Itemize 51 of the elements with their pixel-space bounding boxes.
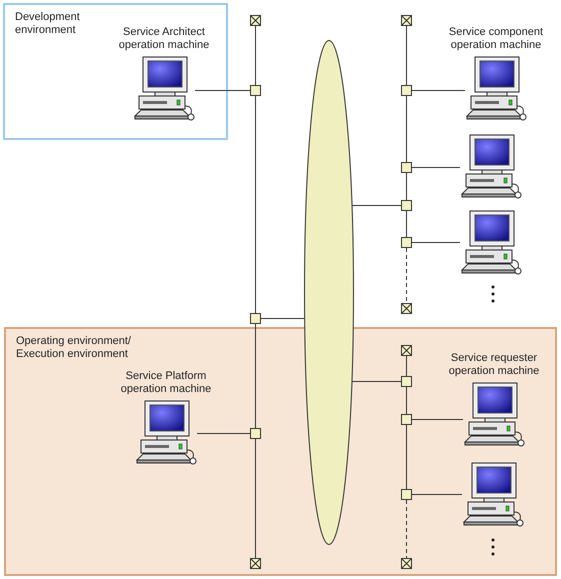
terminator-icon <box>401 558 412 569</box>
computer-icon <box>462 462 524 528</box>
network-line <box>412 494 462 495</box>
network-line <box>406 210 407 238</box>
port-box <box>250 428 261 439</box>
network-line <box>406 96 407 162</box>
terminator-icon <box>250 15 261 26</box>
port-box <box>401 85 412 96</box>
environment-region <box>4 327 557 576</box>
machine-label: Service Architect operation machine <box>118 26 210 52</box>
port-box <box>401 200 412 211</box>
port-box <box>250 313 261 324</box>
region-label: Operating environment/ Execution environment <box>16 335 132 361</box>
region-label: Development environment <box>15 11 81 37</box>
network-line <box>260 318 305 319</box>
computer-icon <box>460 134 522 200</box>
network-line <box>352 381 402 382</box>
computer-icon <box>460 210 522 276</box>
network-line <box>406 356 407 376</box>
network-line <box>412 419 464 420</box>
network-line <box>406 386 407 414</box>
network-line <box>406 500 407 558</box>
port-box <box>401 489 412 500</box>
network-line <box>196 433 250 434</box>
network-line <box>406 248 407 304</box>
network-line <box>255 324 256 428</box>
terminator-icon <box>250 558 261 569</box>
network-line <box>412 242 460 243</box>
port-box <box>401 414 412 425</box>
port-box <box>250 85 261 96</box>
network-line <box>194 90 250 91</box>
port-box <box>401 376 412 387</box>
port-box <box>401 162 412 173</box>
network-line <box>255 438 256 558</box>
machine-label: Service Platform operation machine <box>120 370 212 396</box>
network-line <box>255 96 256 314</box>
terminator-icon <box>401 303 412 314</box>
network-line <box>412 167 460 168</box>
terminator-icon <box>401 345 412 356</box>
network-ellipse <box>304 40 354 545</box>
network-line <box>406 172 407 200</box>
network-line <box>255 26 256 86</box>
network-line <box>352 205 402 206</box>
network-line <box>406 26 407 86</box>
terminator-icon <box>401 15 412 26</box>
network-line <box>412 90 466 91</box>
network-line <box>406 424 407 490</box>
environment-region <box>3 3 228 140</box>
port-box <box>401 237 412 248</box>
machine-label: Service requester operation machine <box>448 352 540 378</box>
machine-label: Service component operation machine <box>448 26 544 52</box>
